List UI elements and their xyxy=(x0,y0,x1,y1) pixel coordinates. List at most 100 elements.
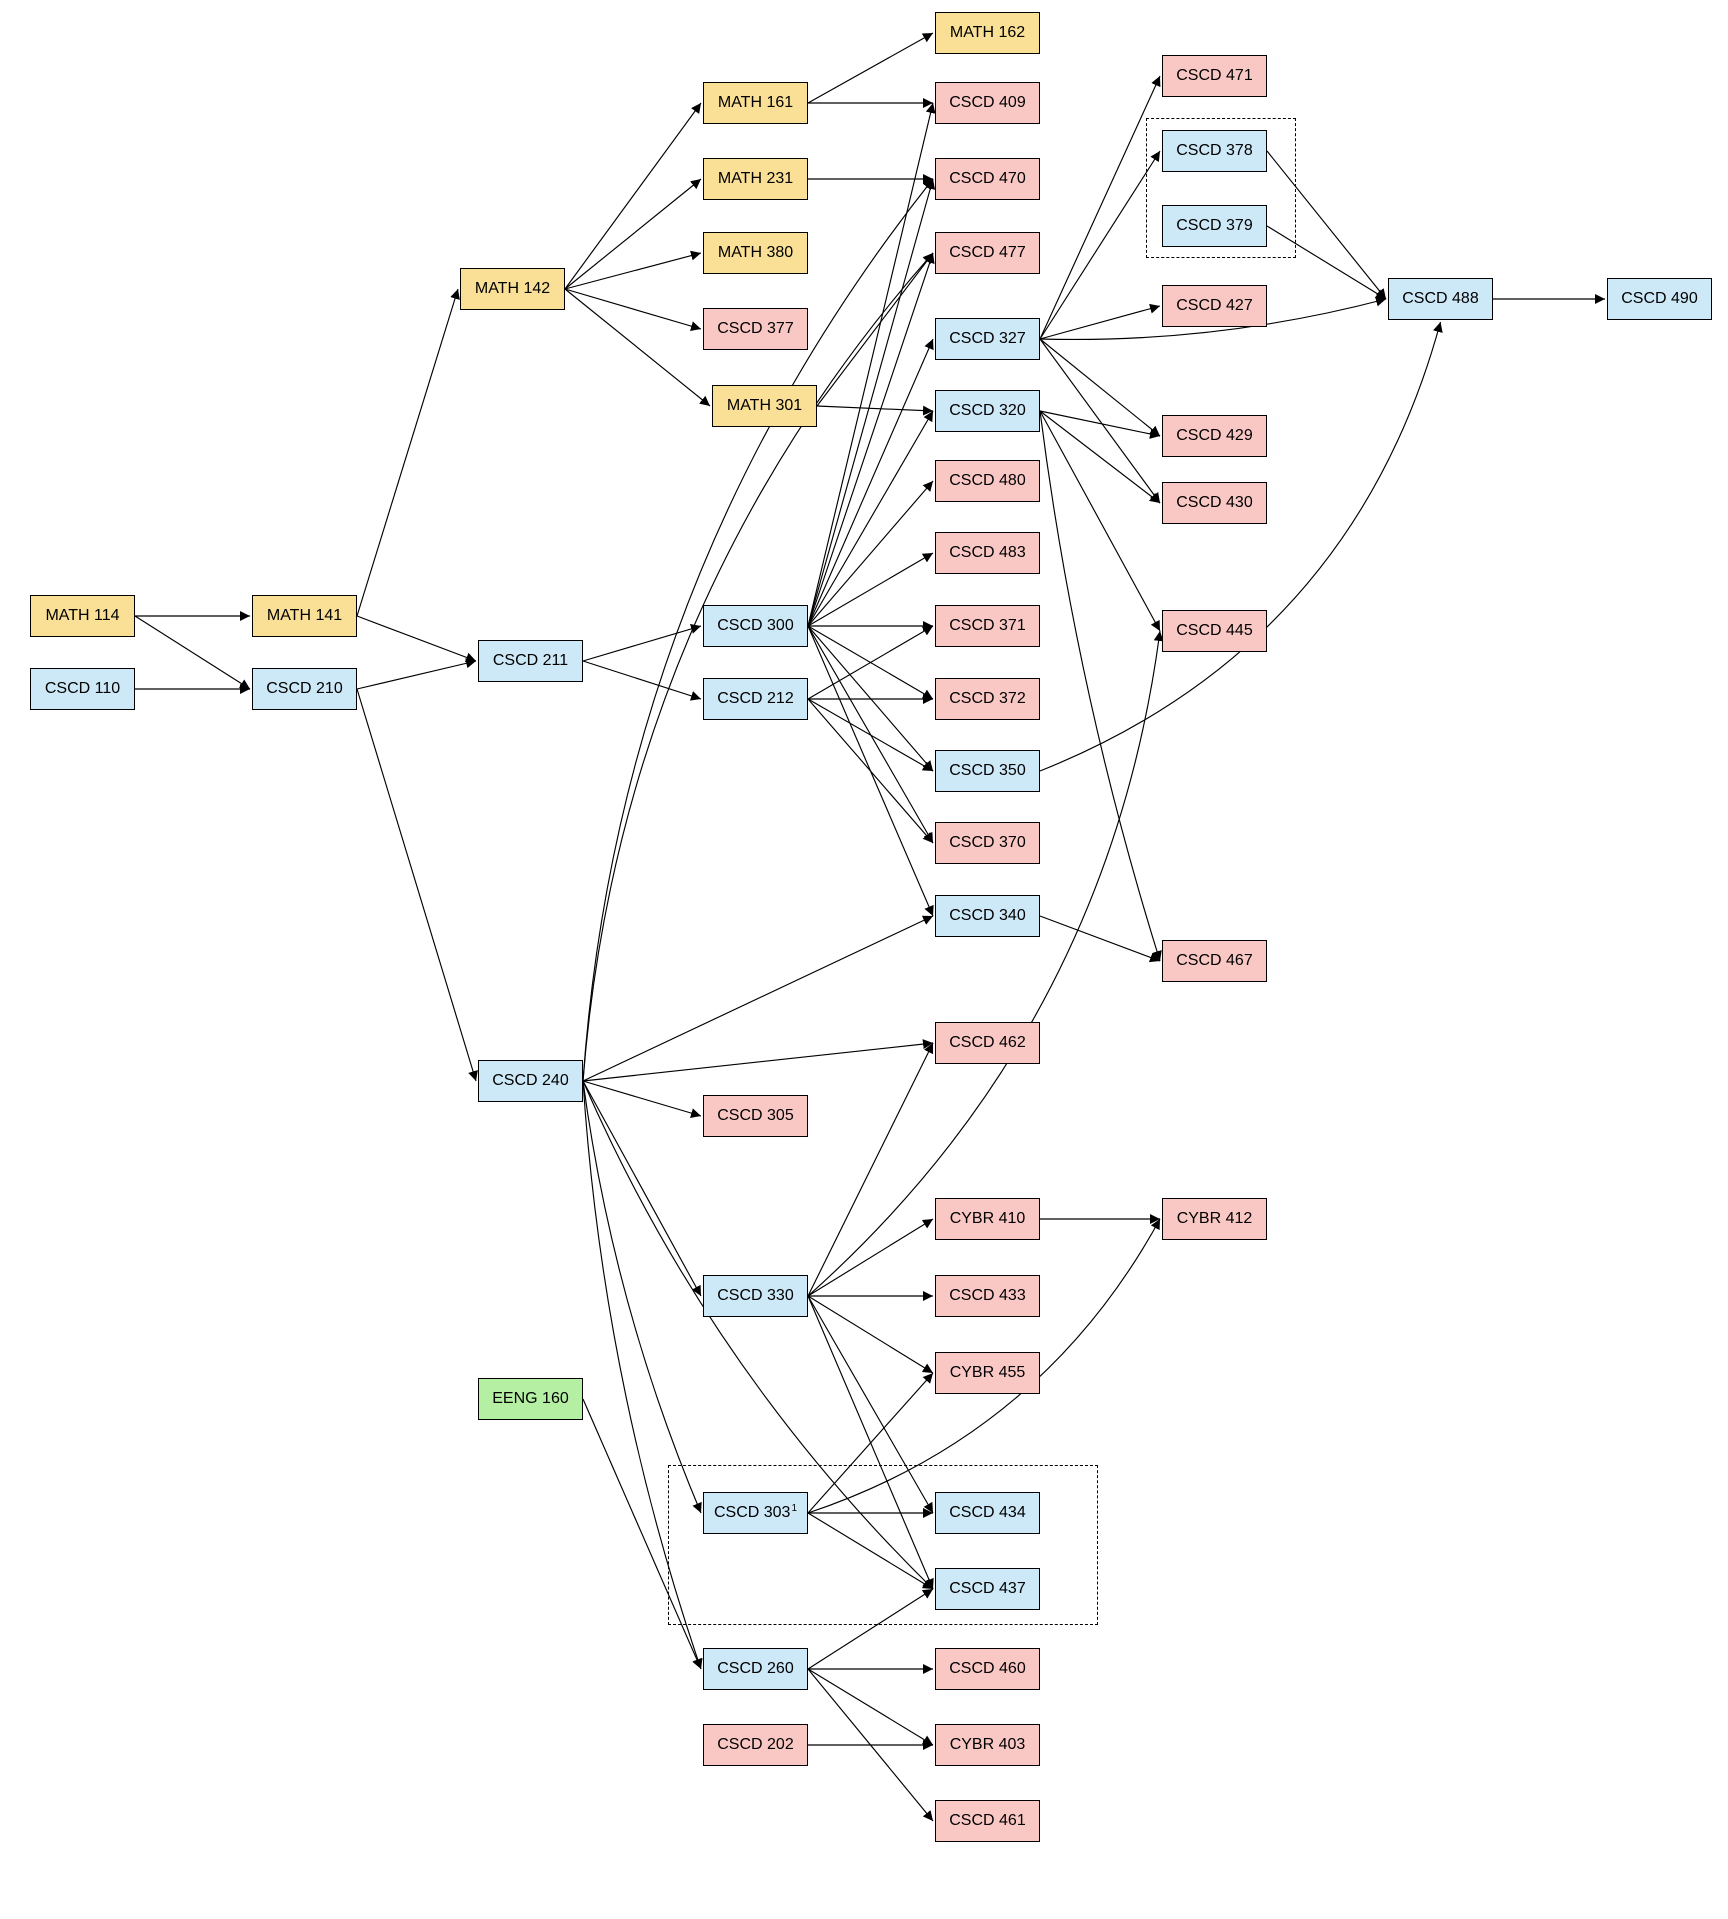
node-label: CSCD 460 xyxy=(949,1660,1026,1677)
node-label: CSCD 370 xyxy=(949,834,1026,851)
node-cscd-379: CSCD 379 xyxy=(1162,205,1267,247)
node-label: CSCD 303 xyxy=(713,1504,791,1521)
edge-cscd-303-to-cybr-412 xyxy=(807,1218,1161,1514)
edge-cscd-240-to-cscd-260 xyxy=(582,1080,703,1670)
node-label: CSCD 483 xyxy=(949,544,1026,561)
edge-cscd-300-to-cscd-477 xyxy=(807,252,935,627)
node-label: CYBR 412 xyxy=(1176,1210,1253,1227)
node-cscd-377: CSCD 377 xyxy=(703,308,808,350)
node-label: CSCD 320 xyxy=(949,402,1026,419)
node-cscd-370: CSCD 370 xyxy=(935,822,1040,864)
edge-cscd-303-to-cybr-455 xyxy=(807,1372,934,1514)
node-label: CSCD 377 xyxy=(717,320,794,337)
node-label: CSCD 372 xyxy=(949,690,1026,707)
node-label: CSCD 471 xyxy=(1176,67,1253,84)
node-cscd-212: CSCD 212 xyxy=(703,678,808,720)
node-cscd-305: CSCD 305 xyxy=(703,1095,808,1137)
node-label: MATH 162 xyxy=(949,24,1026,41)
edge-cscd-300-to-cscd-327 xyxy=(807,338,934,627)
edge-cscd-300-to-cscd-483 xyxy=(807,552,934,627)
node-cscd-429: CSCD 429 xyxy=(1162,415,1267,457)
node-label: CSCD 378 xyxy=(1176,142,1253,159)
edge-cscd-240-to-cscd-303 xyxy=(582,1080,702,1514)
edge-cscd-330-to-cybr-410 xyxy=(807,1218,934,1297)
edge-cscd-240-to-cscd-437 xyxy=(582,1080,934,1590)
edge-cscd-327-to-cscd-378 xyxy=(1039,150,1161,340)
node-label: CSCD 467 xyxy=(1176,952,1253,969)
edge-cscd-300-to-cscd-480 xyxy=(807,480,934,627)
node-label: MATH 231 xyxy=(717,170,794,187)
node-cscd-433: CSCD 433 xyxy=(935,1275,1040,1317)
node-label: CSCD 437 xyxy=(949,1580,1026,1597)
node-cscd-350: CSCD 350 xyxy=(935,750,1040,792)
edge-cscd-320-to-cscd-429 xyxy=(1039,410,1161,439)
node-label: CSCD 409 xyxy=(949,94,1026,111)
group-cscd-303-434-437-group xyxy=(668,1465,1098,1625)
node-label: CSCD 480 xyxy=(949,472,1026,489)
node-cscd-467: CSCD 467 xyxy=(1162,940,1267,982)
node-cybr-403: CYBR 403 xyxy=(935,1724,1040,1766)
edge-cscd-260-to-cscd-437 xyxy=(807,1588,934,1670)
node-label: EENG 160 xyxy=(492,1390,569,1407)
edge-cscd-300-to-cscd-320 xyxy=(807,410,934,627)
node-cscd-445: CSCD 445 xyxy=(1162,610,1267,652)
node-cscd-434: CSCD 434 xyxy=(935,1492,1040,1534)
edge-cscd-240-to-cscd-462 xyxy=(582,1039,934,1082)
edge-cscd-303-to-cscd-437 xyxy=(807,1512,934,1590)
node-label: CSCD 470 xyxy=(949,170,1026,187)
node-math-380: MATH 380 xyxy=(703,232,808,274)
node-label: CSCD 330 xyxy=(717,1287,794,1304)
edge-math-142-to-math-380 xyxy=(564,250,702,290)
edge-cscd-210-to-cscd-211 xyxy=(356,658,477,690)
node-cscd-372: CSCD 372 xyxy=(935,678,1040,720)
node-cscd-300: CSCD 300 xyxy=(703,605,808,647)
edge-cscd-327-to-cscd-430 xyxy=(1039,338,1161,504)
node-label: CYBR 455 xyxy=(949,1364,1026,1381)
edge-cscd-320-to-cscd-445 xyxy=(1039,410,1161,632)
edge-cscd-212-to-cscd-371 xyxy=(807,625,934,700)
node-label: MATH 161 xyxy=(717,94,794,111)
edge-cscd-240-to-cscd-470 xyxy=(582,178,934,1082)
node-cscd-430: CSCD 430 xyxy=(1162,482,1267,524)
edge-cscd-340-to-cscd-467 xyxy=(1039,915,1161,963)
node-label: CSCD 379 xyxy=(1176,217,1253,234)
edge-cscd-240-to-cscd-305 xyxy=(582,1080,702,1118)
group-cscd-378-379-choice xyxy=(1146,118,1296,258)
edge-cscd-240-to-cscd-330 xyxy=(582,1080,702,1297)
node-label: CYBR 403 xyxy=(949,1736,1026,1753)
node-math-231: MATH 231 xyxy=(703,158,808,200)
edge-cscd-320-to-cscd-430 xyxy=(1039,410,1161,504)
node-math-114: MATH 114 xyxy=(30,595,135,637)
node-label: CSCD 462 xyxy=(949,1034,1026,1051)
edge-cscd-240-to-cscd-477 xyxy=(582,252,934,1082)
node-cscd-260: CSCD 260 xyxy=(703,1648,808,1690)
node-cscd-240: CSCD 240 xyxy=(478,1060,583,1102)
node-cscd-462: CSCD 462 xyxy=(935,1022,1040,1064)
node-cybr-410: CYBR 410 xyxy=(935,1198,1040,1240)
node-label: CSCD 461 xyxy=(949,1812,1026,1829)
edge-math-301-to-cscd-477 xyxy=(816,252,934,407)
edge-cscd-260-to-cybr-403 xyxy=(807,1668,934,1746)
edge-cscd-330-to-cscd-434 xyxy=(807,1295,934,1514)
edge-cscd-327-to-cscd-488 xyxy=(1039,296,1387,341)
node-label: MATH 142 xyxy=(474,280,551,297)
node-label: CSCD 210 xyxy=(266,680,343,697)
edge-cscd-327-to-cscd-429 xyxy=(1039,338,1161,437)
node-cscd-371: CSCD 371 xyxy=(935,605,1040,647)
edge-cscd-379-to-cscd-488 xyxy=(1266,225,1387,300)
edge-cscd-240-to-cscd-340 xyxy=(582,915,934,1082)
edge-cscd-330-to-cscd-445 xyxy=(807,630,1164,1297)
edge-math-142-to-math-231 xyxy=(564,178,702,290)
node-label: CSCD 212 xyxy=(717,690,794,707)
node-cscd-320: CSCD 320 xyxy=(935,390,1040,432)
edge-cscd-210-to-cscd-240 xyxy=(356,688,478,1082)
node-label: CSCD 305 xyxy=(717,1107,794,1124)
node-label: CSCD 488 xyxy=(1402,290,1479,307)
node-label: CSCD 260 xyxy=(717,1660,794,1677)
node-cscd-460: CSCD 460 xyxy=(935,1648,1040,1690)
node-cscd-211: CSCD 211 xyxy=(478,640,583,682)
node-cscd-480: CSCD 480 xyxy=(935,460,1040,502)
node-label: MATH 141 xyxy=(266,607,343,624)
node-cybr-455: CYBR 455 xyxy=(935,1352,1040,1394)
